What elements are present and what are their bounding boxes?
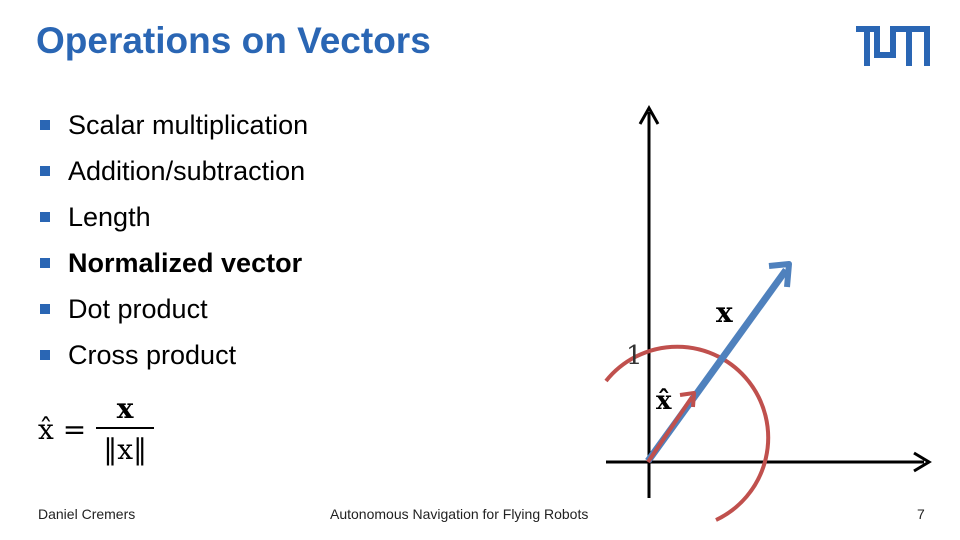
footer-page-number: 7 (917, 506, 925, 522)
bullet-label: Cross product (68, 340, 237, 370)
fraction-bar (96, 427, 155, 429)
bullet-item: Normalized vector (38, 240, 308, 286)
formula-denominator: ‖x‖ (103, 433, 148, 466)
footer-course: Autonomous Navigation for Flying Robots (330, 506, 589, 522)
normalization-formula: x̂ = x ‖x‖ (38, 392, 155, 466)
bullet-item: Addition/subtraction (38, 148, 308, 194)
label-one: 1 (626, 341, 643, 371)
formula-fraction: x ‖x‖ (96, 392, 155, 466)
label-xhat: x̂ (656, 386, 672, 416)
bullet-item: Dot product (38, 286, 308, 332)
bullet-square-icon (40, 120, 50, 130)
bullet-label: Addition/subtraction (68, 156, 306, 186)
bullet-label: Dot product (68, 294, 208, 324)
bullet-item: Cross product (38, 332, 308, 378)
vector-xhat-arrowhead (679, 391, 696, 408)
bullet-square-icon (40, 258, 50, 268)
footer-author: Daniel Cremers (38, 506, 136, 522)
vector-xhat (646, 395, 694, 464)
bullet-square-icon (40, 166, 50, 176)
tum-logo (856, 26, 930, 66)
bullet-label: Normalized vector (68, 248, 303, 278)
bullet-square-icon (40, 304, 50, 314)
unit-circle-arc (604, 344, 771, 522)
x-axis-arrowhead (913, 451, 932, 473)
bullet-label: Scalar multiplication (68, 110, 309, 140)
bullet-item: Scalar multiplication (38, 102, 308, 148)
bullet-square-icon (40, 350, 50, 360)
y-axis-arrowhead (638, 104, 660, 125)
formula-lhs: x̂ = (38, 412, 87, 446)
bullet-list: Scalar multiplication Addition/subtracti… (38, 102, 308, 378)
vector-x-arrowhead (768, 261, 792, 288)
label-x: x (716, 296, 733, 329)
formula-numerator: x (116, 392, 134, 425)
bullet-label: Length (68, 202, 151, 232)
bullet-item: Length (38, 194, 308, 240)
bullet-square-icon (40, 212, 50, 222)
slide-title: Operations on Vectors (36, 20, 431, 61)
